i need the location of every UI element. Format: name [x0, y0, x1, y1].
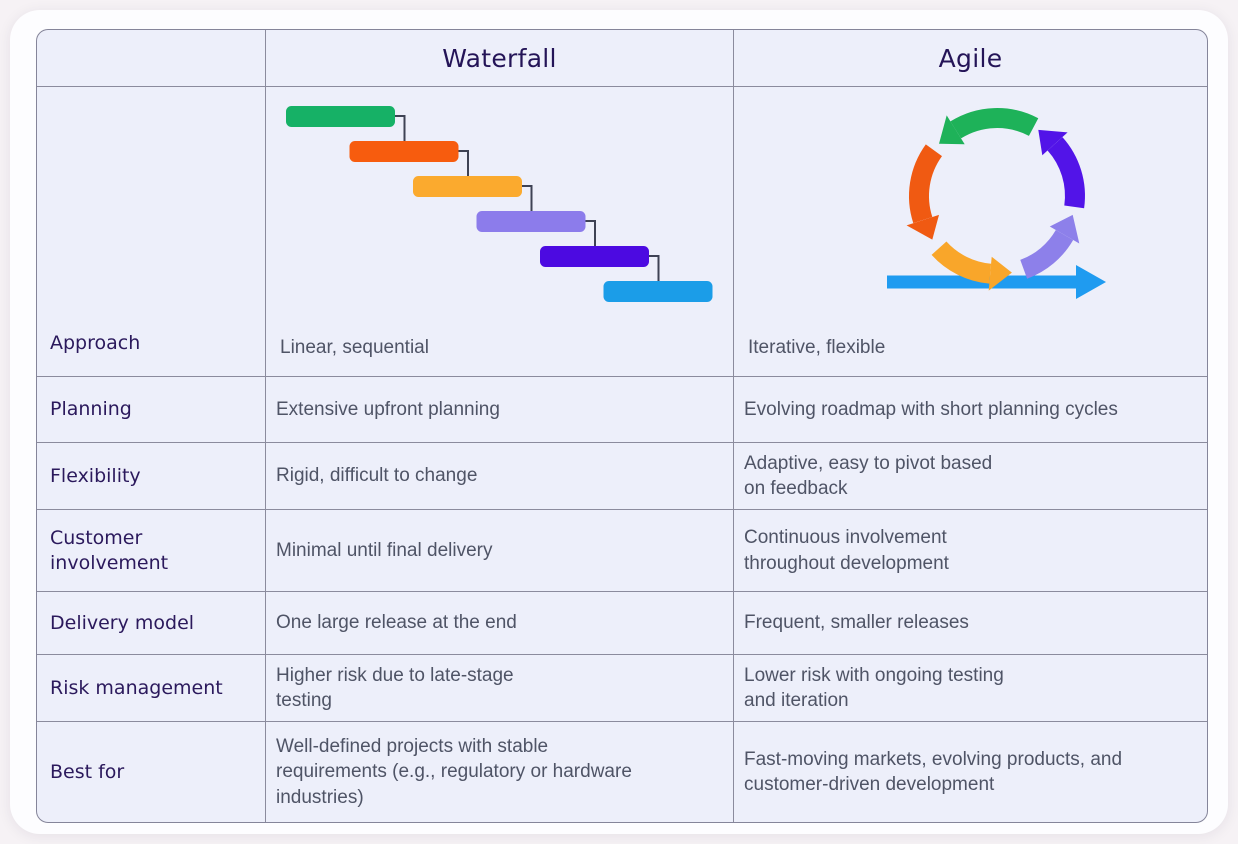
- cycle-arrowhead-indigo: [1038, 129, 1068, 156]
- waterfall-risk-text: Higher risk due to late-stage testing: [266, 655, 733, 721]
- cycle-arrowhead-green: [939, 115, 965, 145]
- gantt-connector: [649, 255, 660, 281]
- gantt-bar: [349, 141, 459, 162]
- waterfall-customer-text: Minimal until final delivery: [266, 510, 733, 591]
- waterfall-planning-text: Extensive upfront planning: [266, 377, 733, 442]
- gantt-connector: [458, 150, 469, 176]
- agile-approach-text: Iterative, flexible: [748, 336, 886, 358]
- header-agile: Agile: [734, 30, 1207, 86]
- cycle-arc-green: [950, 108, 1039, 139]
- gantt-chart: [286, 106, 713, 302]
- gantt-bar: [413, 176, 522, 197]
- agile-bestfor-text: Fast-moving markets, evolving products, …: [734, 722, 1207, 822]
- cycle-arrowhead-orange-red: [906, 214, 939, 240]
- gantt-bar: [540, 246, 649, 267]
- cycle-arrowhead-amber: [988, 256, 1012, 291]
- agile-customer-text: Continuous involvement throughout develo…: [734, 510, 1207, 591]
- cycle-arc-indigo: [1047, 137, 1085, 209]
- waterfall-approach-text: Linear, sequential: [280, 336, 429, 358]
- row-label-best-for: Best for: [37, 722, 265, 822]
- row-label-approach: Approach: [37, 87, 265, 376]
- gantt-bar: [476, 211, 586, 232]
- gantt-bar: [603, 281, 713, 302]
- row-label-customer-involvement: Customer involvement: [37, 510, 265, 591]
- header-waterfall: Waterfall: [266, 30, 733, 86]
- agile-graphic-cell: Iterative, flexible: [734, 87, 1207, 376]
- waterfall-delivery-text: One large release at the end: [266, 592, 733, 654]
- agile-flexibility-text: Adaptive, easy to pivot based on feedbac…: [734, 443, 1207, 509]
- cycle-arrowhead-light-purple: [1049, 214, 1080, 244]
- agile-cycle-diagram: [887, 108, 1106, 299]
- cycle-arc-light-purple: [1019, 229, 1074, 279]
- gantt-connector: [522, 185, 533, 211]
- row-label-flexibility: Flexibility: [37, 443, 265, 509]
- agile-planning-text: Evolving roadmap with short planning cyc…: [734, 377, 1207, 442]
- agile-risk-text: Lower risk with ongoing testing and iter…: [734, 655, 1207, 721]
- gantt-bar: [286, 106, 395, 127]
- waterfall-graphic-cell: Linear, sequential: [266, 87, 733, 376]
- comparison-card: Waterfall Agile Approach Linear, sequent…: [10, 10, 1228, 834]
- gantt-connector: [395, 115, 406, 141]
- header-blank-cell: [37, 30, 265, 86]
- row-label-planning: Planning: [37, 377, 265, 442]
- agile-delivery-text: Frequent, smaller releases: [734, 592, 1207, 654]
- waterfall-bestfor-text: Well-defined projects with stable requir…: [266, 722, 733, 822]
- row-label-delivery-model: Delivery model: [37, 592, 265, 654]
- comparison-table: Waterfall Agile Approach Linear, sequent…: [36, 29, 1208, 823]
- waterfall-flexibility-text: Rigid, difficult to change: [266, 443, 733, 509]
- gantt-connector: [585, 220, 596, 246]
- row-label-risk-management: Risk management: [37, 655, 265, 721]
- cycle-arc-orange-red: [909, 144, 943, 224]
- cycle-arc-amber: [931, 241, 992, 284]
